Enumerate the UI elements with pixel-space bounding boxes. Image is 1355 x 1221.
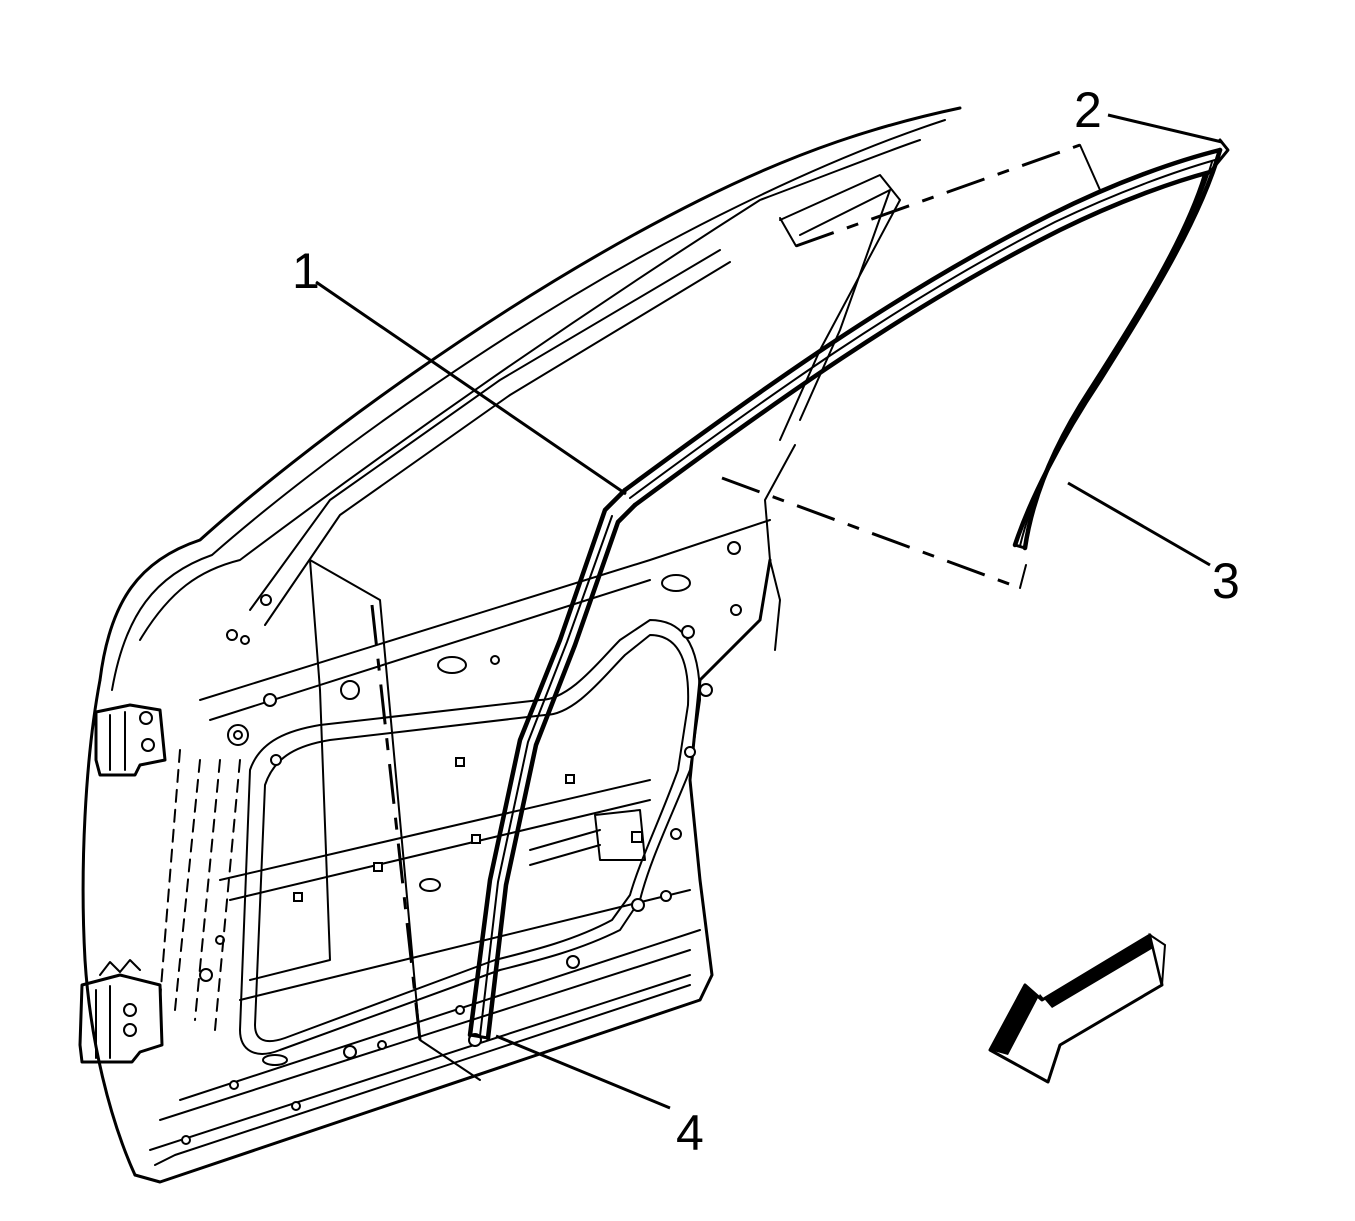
door-frame	[81, 106, 962, 1184]
callout-3: 3	[1212, 553, 1240, 609]
hinge-pillar-hidden-lines	[159, 749, 241, 1031]
callout-2: 2	[1074, 82, 1102, 138]
leader-lines	[315, 113, 1223, 1110]
callout-1: 1	[292, 243, 320, 299]
upper-hinge	[94, 703, 167, 777]
callout-4: 4	[676, 1105, 704, 1161]
installation-lines	[370, 143, 1101, 1041]
inner-panel	[179, 519, 771, 1101]
lower-hinge	[78, 959, 164, 1064]
callout-labels: 1 2 3 4	[292, 82, 1240, 1161]
weatherstrip-front-channel	[467, 147, 1223, 1041]
panel-holes	[181, 541, 742, 1145]
weatherstrip-rear-channel	[1012, 138, 1230, 551]
view-direction-arrow-icon	[988, 932, 1167, 1084]
